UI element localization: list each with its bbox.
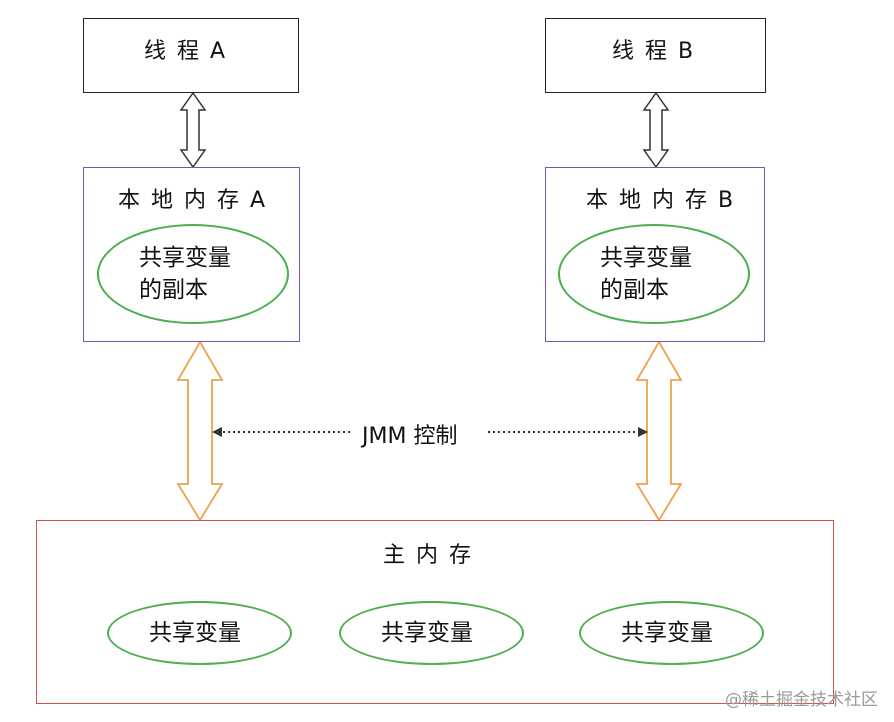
local-a-copy-line1: 共享变量 [139, 245, 231, 271]
jmm-left-arrowhead [212, 427, 222, 437]
watermark-text: @稀土掘金技术社区 [725, 690, 878, 710]
thread-a-local-a-arrow [179, 91, 207, 169]
main-variable-text-3: 共享变量 [621, 620, 713, 646]
thread-a-title: 线 程 A [144, 39, 228, 64]
thread-b-title: 线 程 B [612, 39, 696, 64]
local-a-copy-line2: 的副本 [139, 277, 208, 303]
main-variable-ellipse-2: 共享变量 [339, 601, 524, 665]
local-memory-a-box: 本 地 内 存 A 共享变量 的副本 [83, 167, 300, 342]
jmm-control-label: JMM 控制 [356, 418, 464, 450]
local-a-copy-text: 共享变量 的副本 [139, 242, 231, 306]
jmm-right-arrowhead [638, 427, 648, 437]
thread-a-box: 线 程 A [83, 18, 299, 93]
main-memory-title: 主 内 存 [383, 543, 473, 568]
main-memory-box: 主 内 存 共享变量 共享变量 共享变量 [36, 520, 834, 704]
main-variable-text-2: 共享变量 [381, 620, 473, 646]
local-b-copy-ellipse: 共享变量 的副本 [558, 224, 750, 324]
local-b-copy-line1: 共享变量 [600, 245, 692, 271]
local-memory-b-title: 本 地 内 存 B [586, 188, 736, 213]
main-variable-ellipse-3: 共享变量 [579, 601, 764, 665]
thread-b-local-b-arrow [642, 91, 670, 169]
local-b-copy-text: 共享变量 的副本 [600, 242, 692, 306]
thread-b-box: 线 程 B [545, 18, 766, 93]
main-variable-ellipse-1: 共享变量 [107, 601, 292, 665]
main-variable-text-1: 共享变量 [149, 620, 241, 646]
local-memory-b-box: 本 地 内 存 B 共享变量 的副本 [545, 167, 765, 342]
local-b-copy-line2: 的副本 [600, 277, 669, 303]
local-a-copy-ellipse: 共享变量 的副本 [97, 224, 289, 324]
local-memory-a-title: 本 地 内 存 A [118, 188, 268, 213]
